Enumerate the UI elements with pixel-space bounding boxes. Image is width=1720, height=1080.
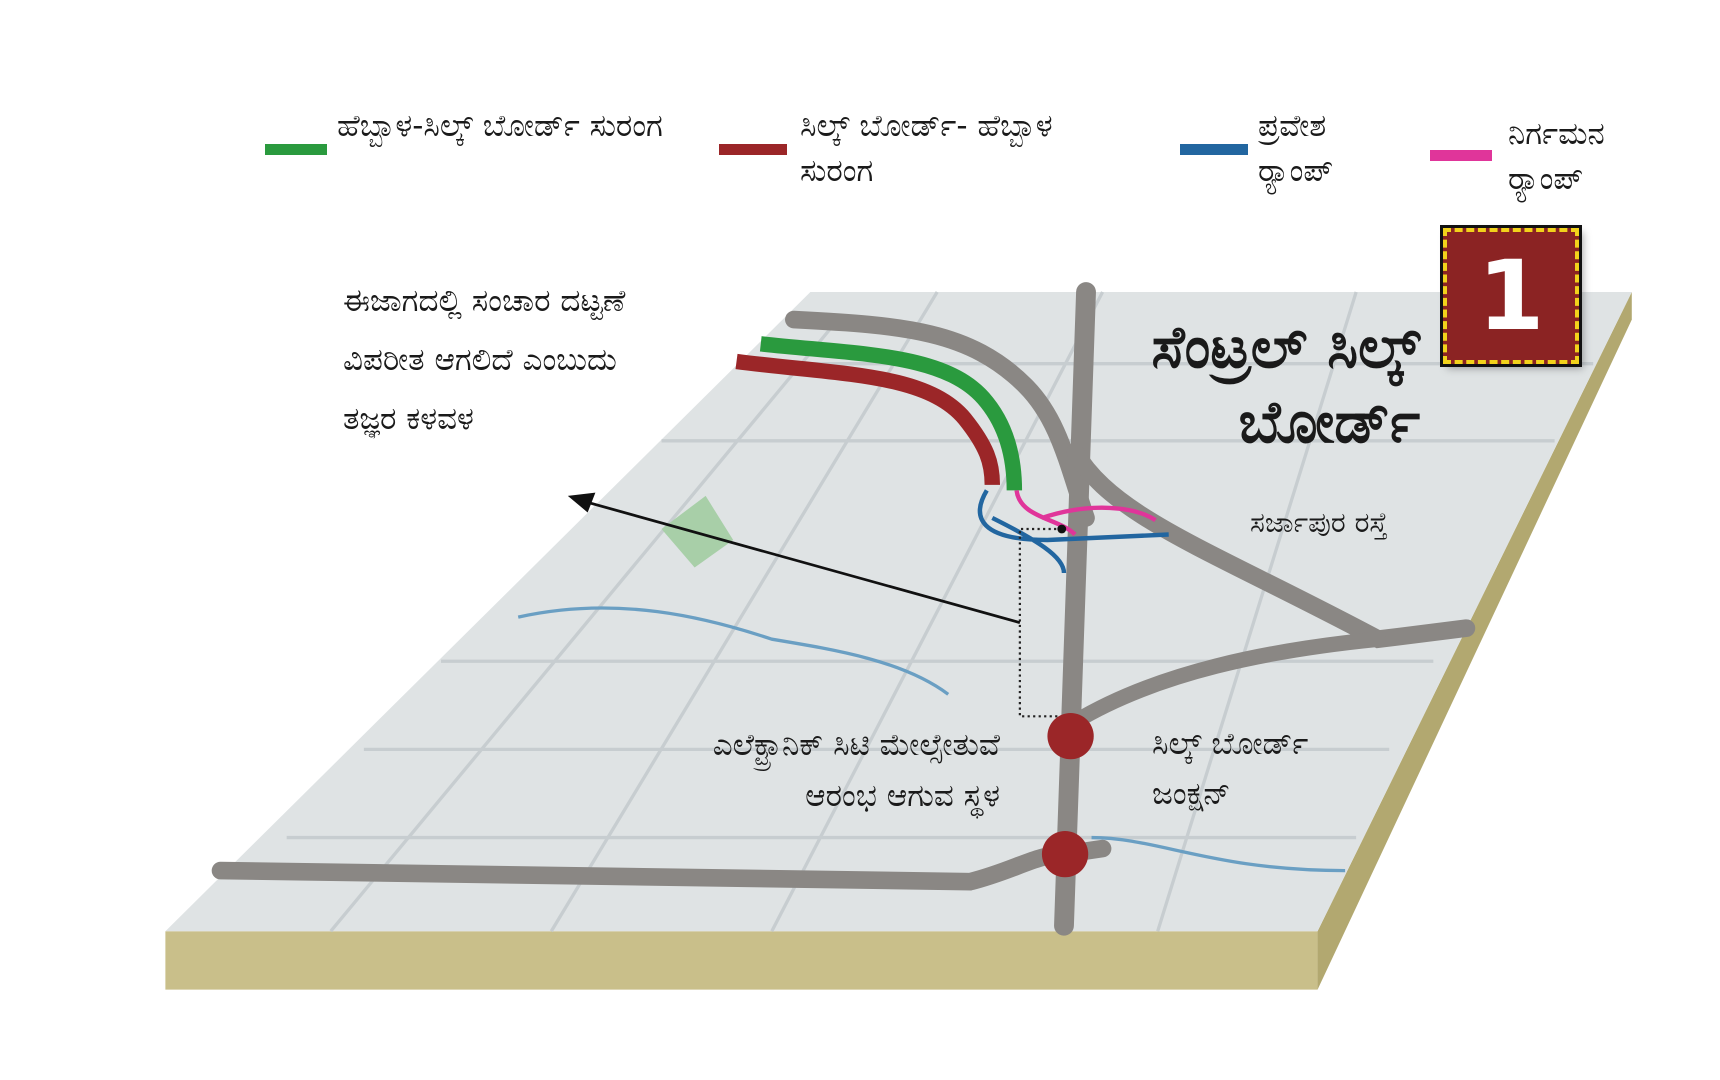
legend-label-entry-ramp: ಪ್ರವೇಶ ರ್‍ಯಾಂಪ್: [1258, 108, 1334, 189]
silk-board-junction-label: ಸಿಲ್ಕ್ ಬೋರ್ಡ್ ಜಂಕ್ಷನ್: [1152, 726, 1309, 812]
entry-ramp: [977, 489, 1169, 574]
hosur-road: [1054, 282, 1096, 936]
orr-north: [785, 310, 1095, 527]
section-badge: 1: [1440, 225, 1582, 367]
legend-swatch-red: [719, 144, 787, 155]
electronic-city-start-marker: [1041, 830, 1089, 878]
map-surface: [165, 292, 1632, 932]
legend-label-exit-ramp: ನಿರ್ಗಮನ ರ್‍ಯಾಂಪ್: [1508, 116, 1605, 197]
silk-board-junction-marker: [1047, 713, 1094, 760]
legend-label-hebbal-silkboard: ಹೆಬ್ಬಾಳ-ಸಿಲ್ಕ್ ಬೋರ್ಡ್ ಸುರಂಗ: [337, 108, 663, 144]
annotation-arrow: [583, 500, 1021, 624]
exit-ramp: [1014, 489, 1157, 537]
green-tunnel: [759, 336, 1023, 491]
legend-swatch-pink: [1430, 150, 1492, 161]
sarjapur-road-label: ಸರ್ಜಾಪುರ ರಸ್ತೆ: [1250, 506, 1388, 539]
expert-concern-annotation: ಈಜಾಗದಲ್ಲಿ ಸಂಚಾರ ದಟ್ಟಣೆ ವಿಪರೀತ ಆಗಲಿದೆ ಎಂಬ…: [343, 283, 626, 437]
base-front: [165, 931, 1318, 990]
sarjapur-road: [1066, 443, 1476, 649]
legend-label-silkboard-hebbal: ಸಿಲ್ಕ್ ಬೋರ್ಡ್- ಹೆಬ್ಬಾಳ ಸುರಂಗ: [800, 108, 1053, 189]
arrow-head-icon: [567, 492, 596, 513]
orr-east: [1067, 631, 1386, 730]
legend-swatch-blue: [1180, 144, 1248, 155]
dot-marker: [1057, 524, 1067, 534]
base-side: [1317, 292, 1632, 990]
electronic-city-flyover-label: ಎಲೆಕ್ಟ್ರಾನಿಕ್ ಸಿಟಿ ಮೇಲ್ಸೇತುವೆ ಆರಂಭ ಆಗುವ …: [712, 727, 1000, 815]
map-title: ಸೆಂಟ್ರಲ್ ಸಿಲ್ಕ್ ಬೋರ್ಡ್: [1151, 313, 1421, 457]
red-tunnel: [735, 353, 1001, 486]
legend-swatch-green: [265, 144, 327, 155]
street-grid: [286, 291, 1594, 933]
